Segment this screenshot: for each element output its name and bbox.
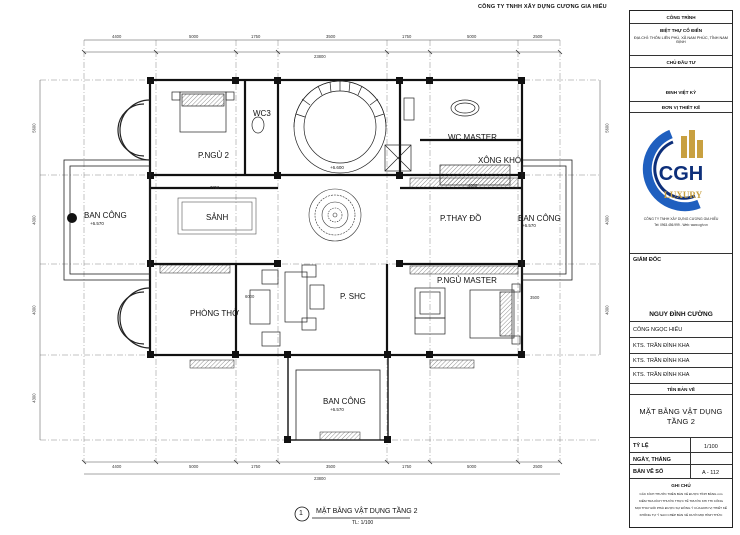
title-block: CÔNG TRÌNH BIỆT THỰ CỔ ĐIỂN ĐỊA CHỈ: THÔ… [629, 10, 733, 528]
tb-ty-le-value: 1/100 [704, 444, 718, 450]
tb-note-2: KIỂM TRA KÍCH THƯỚC THỰC TẾ TRƯỚC KHI TH… [638, 499, 724, 503]
dim-top-2: 5000 [189, 34, 199, 39]
logo-sub: LUXURY [664, 190, 703, 200]
dim-top-3: 1750 [251, 34, 261, 39]
tb-ban-ve-so-label: BẢN VẼ SỐ [633, 469, 664, 475]
dim-top-1: 4400 [112, 34, 122, 39]
title-circle [294, 506, 410, 522]
room-label-phong-tho: PHÒNG THỜ [190, 309, 239, 318]
tb-note-4: KHÔNG TỰ Ý SAO CHÉP BẢN VẼ DƯỚI MỌI HÌNH… [639, 513, 723, 517]
room-label-xong-khoi: XÔNG KHÓI [478, 156, 524, 165]
room-label-ban-cong-left: BAN CÔNG [84, 211, 127, 220]
dim-bottom-total: 23800 [314, 476, 326, 481]
tb-don-vi-label: ĐƠN VỊ THIẾT KẾ [661, 105, 701, 110]
tb-staff-3: KTS. TRẦN ĐÌNH KHA [633, 358, 690, 364]
dim-top-total: 23800 [314, 54, 326, 59]
bay-windows [117, 99, 151, 349]
tb-staff-1: CÔNG NGỌC HIẾU [633, 327, 683, 333]
dim-interior-3: 3500 [530, 295, 540, 300]
logo-company-small: CÔNG TY TNHH XÂY DỰNG CƯƠNG GIA HIẾU [644, 216, 719, 221]
tb-note-3: MỌI THAY ĐỔI PHẢI ĐƯỢC SỰ ĐỒNG Ý CỦA ĐƠN… [635, 506, 727, 510]
room-label-p-ngu-2: P.NGỦ 2 [198, 151, 229, 160]
plant-left [67, 213, 77, 223]
tb-project-name: BIỆT THỰ CỔ ĐIỂN [659, 28, 703, 33]
dim-bottom-3: 1750 [251, 464, 261, 469]
dim-top-4: 3500 [326, 34, 336, 39]
dim-top-6: 5000 [467, 34, 477, 39]
tb-ngay-label: NGÀY, THÁNG [633, 457, 671, 463]
dim-interior-4: 4000 [468, 183, 478, 188]
room-label-p-thay-do: P.THAY ĐỒ [440, 214, 482, 223]
room-label-ban-cong-right: BAN CÔNG [518, 214, 561, 223]
dim-bottom-7: 2500 [533, 464, 543, 469]
level-ban-cong-right: +6.570 [522, 223, 536, 228]
tb-giam-doc-name: NGUY ĐÌNH CƯỜNG [649, 311, 713, 318]
spiral-stair [293, 80, 387, 174]
grid-lines [40, 40, 600, 462]
dim-interior-2: 6000 [245, 294, 255, 299]
tb-project-address: ĐỊA CHỈ: THÔN LIÊN PHÚ, XÃ NAM PHÚC, TỈN… [634, 36, 728, 44]
bed-room-2 [171, 91, 235, 133]
tb-chu-dau-tu-label: CHỦ ĐẦU TƯ [666, 60, 696, 65]
logo-contact: Tel: 0963.456.999 - Web: www.cgh.vn [654, 223, 708, 227]
company-logo: CGH LUXURY CÔNG TY TNHH XÂY DỰNG CƯƠNG G… [633, 116, 729, 236]
ceiling-rosette [308, 188, 362, 242]
floor-plan [39, 39, 601, 522]
columns [147, 77, 525, 443]
dimension-lines [39, 39, 601, 475]
wardrobes [159, 177, 519, 275]
balustrades [189, 359, 475, 441]
tb-drawing-name-2: TẦNG 2 [666, 417, 696, 426]
dim-left-1: 5600 [31, 123, 37, 133]
tb-staff-2: KTS. TRẦN ĐÌNH KHA [633, 343, 690, 349]
dim-top-5: 1750 [402, 34, 412, 39]
tb-ban-ve-so-value: A - 112 [702, 470, 720, 476]
tb-ten-ban-ve-label: TÊN BẢN VẼ [667, 387, 695, 392]
tb-owner: ĐINH VIỆT KỲ [665, 90, 697, 95]
tb-giam-doc-label: GIÁM ĐỐC [633, 257, 662, 263]
dim-bottom-4: 3500 [326, 464, 336, 469]
dim-left-4: 4300 [31, 393, 37, 403]
level-stair: +6.600 [330, 165, 344, 170]
tb-ghi-chu-label: GHI CHÚ [671, 483, 691, 488]
room-label-wc3: WC3 [253, 109, 271, 118]
logo-text: CGH [659, 163, 703, 185]
bed-master [469, 283, 521, 345]
room-label-p-shc: P. SHC [340, 292, 366, 301]
drawing-title: MẶT BẰNG VẬT DỤNG TẦNG 2 [316, 508, 418, 515]
room-label-sanh: SẢNH [206, 213, 229, 222]
level-ban-cong-bottom: +6.570 [330, 407, 344, 412]
drawing-scale: TL: 1/100 [352, 520, 374, 526]
tb-drawing-name-1: MẶT BẰNG VẬT DỤNG [639, 407, 723, 416]
company-header: CÔNG TY TNHH XÂY DỰNG CƯƠNG GIA HIẾU [478, 4, 607, 10]
living-furniture [249, 264, 446, 347]
dim-bottom-6: 5000 [467, 464, 477, 469]
dim-bottom-5: 1750 [402, 464, 412, 469]
tb-cong-trinh-label: CÔNG TRÌNH [666, 15, 696, 20]
dim-interior-1: 7750 [210, 185, 220, 190]
room-label-wc-master: WC MASTER [448, 133, 497, 142]
dim-bottom-2: 5000 [189, 464, 199, 469]
dim-right-2: 4000 [604, 215, 610, 225]
dim-left-3: 4000 [31, 305, 37, 315]
sanh-rug [177, 197, 257, 235]
level-ban-cong-left: +6.570 [90, 221, 104, 226]
tb-staff-4: KTS. TRẦN ĐÌNH KHA [633, 372, 690, 378]
balcony-rails [63, 159, 573, 441]
dim-bottom-1: 4400 [112, 464, 122, 469]
room-label-ban-cong-bottom: BAN CÔNG [323, 397, 366, 406]
room-label-p-ngu-master: P.NGỦ MASTER [437, 276, 497, 285]
dim-left-2: 4000 [31, 215, 37, 225]
dim-right-1: 5600 [604, 123, 610, 133]
tb-ty-le-label: TỶ LỆ [633, 443, 649, 449]
dim-top-7: 2500 [533, 34, 543, 39]
drawing-number: 1 [299, 510, 303, 517]
dim-right-3: 4000 [604, 305, 610, 315]
tb-note-1: CÁC KÍCH THƯỚC TRÊN BẢN VẼ ĐƯỢC TÍNH BẰN… [639, 492, 723, 496]
